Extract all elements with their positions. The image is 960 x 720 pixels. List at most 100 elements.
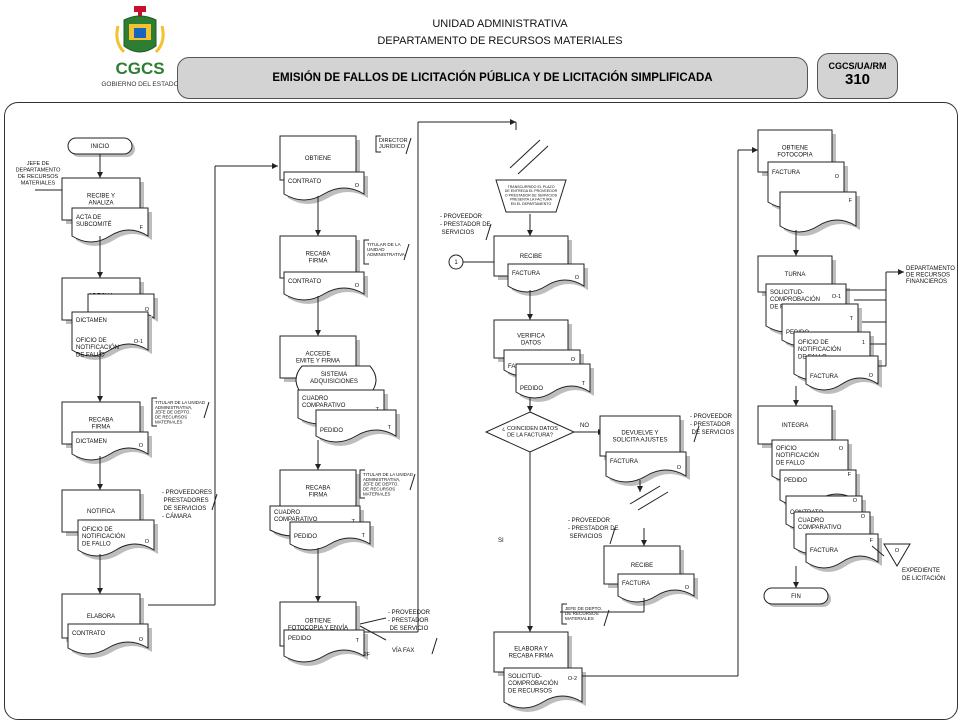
invoice-doc-6-mark: O — [869, 373, 874, 379]
route-step-label: TURNA — [785, 272, 806, 278]
flow-arrowhead — [898, 269, 904, 275]
unit-heading: UNIDAD ADMINISTRATIVA — [432, 18, 568, 30]
dictamen-doc — [71, 431, 149, 461]
invoice-doc-2-mark: O — [571, 357, 576, 363]
order-doc-2-label: PEDIDO — [294, 534, 317, 540]
flow-arrowhead — [527, 626, 533, 632]
flow-arrowhead — [793, 582, 799, 588]
order-doc-1-mark: T — [388, 425, 392, 431]
contract-doc-3-mark: O — [355, 283, 360, 289]
archive-icon — [883, 543, 911, 567]
state-coat-of-arms-logo: CGCS GOBIERNO DEL ESTADO — [101, 6, 179, 88]
contract-doc-2-label: CONTRATO — [288, 179, 321, 185]
dictamen-back-doc-mark: O — [145, 307, 150, 313]
invoice-doc-7-mark: F — [870, 538, 874, 544]
collect-signature-step-2 — [279, 235, 357, 279]
invoice-doc-5-mark: O — [835, 174, 840, 180]
authorities-actor-2-bracket — [359, 469, 365, 499]
contract-doc-2-mark: O — [355, 183, 360, 189]
resource-request-doc-2-mark: O-1 — [832, 294, 841, 300]
flow-arrowhead — [752, 147, 758, 153]
flow-line — [405, 137, 412, 155]
invoice-doc-4-label: FACTURA — [622, 581, 650, 587]
department-head-actor-2-bracket — [561, 603, 567, 625]
end-terminal-label: FIN — [791, 594, 801, 600]
flow-arrowhead — [97, 272, 103, 278]
order-doc-1 — [315, 409, 397, 443]
receive-corrected-invoice-step-label: RECIBE — [631, 563, 653, 569]
dictamen-doc-mark: O — [139, 443, 144, 449]
comparative-chart-doc-3-mark: O — [861, 514, 866, 520]
invoice-doc-3-label: FACTURA — [610, 459, 638, 465]
via-fax-label: VÍA FAX — [392, 647, 414, 654]
invoice-doc-4-mark: O — [685, 585, 690, 591]
flow-arrowhead — [510, 119, 516, 125]
invoice-doc-7-label: FACTURA — [810, 548, 838, 554]
contract-doc-4-mark: O — [853, 498, 858, 504]
flow-line — [409, 473, 416, 491]
legal-director-actor-bracket — [375, 135, 381, 153]
flow-arrowhead — [97, 396, 103, 402]
invoice-doc-3-mark: O — [677, 465, 682, 471]
flow-line — [637, 491, 669, 511]
order-doc-6-label: PEDIDO — [784, 478, 807, 484]
fallo-notice-doc-2-mark: 1 — [862, 340, 865, 346]
order-doc-4-label: PEDIDO — [520, 386, 543, 392]
flow-arrowhead — [527, 406, 533, 412]
contract-doc-2 — [283, 171, 365, 201]
order-doc-5-mark: T — [850, 316, 854, 322]
receive-invoice-step-label: RECIBE — [520, 254, 542, 260]
prepare-collect-signature-step — [493, 631, 569, 673]
procedure-title: EMISIÓN DE FALLOS DE LICITACIÓN PÚBLICA … — [177, 57, 808, 99]
supplier-actor-4: - PROVEEDOR- PRESTADOR DE SERVICIOS — [690, 414, 734, 436]
procedure-code-badge: CGCS/UA/RM 310 — [817, 53, 898, 99]
order-doc-2 — [289, 521, 371, 551]
integrate-step — [757, 405, 833, 445]
invoice-doc-1-mark: O — [575, 275, 580, 281]
invoice-doc-1 — [507, 263, 585, 293]
order-doc-2-mark: T — [362, 533, 366, 539]
order-doc-1-label: PEDIDO — [320, 428, 343, 434]
dictamen-doc-label: DICTAMEN — [76, 439, 107, 445]
flow-arrowhead — [272, 163, 278, 169]
start-terminal-label: INICIO — [91, 144, 110, 150]
flow-arrowhead — [527, 314, 533, 320]
obtain-contract-step-label: OBTIENE — [305, 156, 331, 162]
department-heading: DEPARTAMENTO DE RECURSOS MATERIALES — [377, 35, 623, 47]
flow-line — [403, 243, 410, 261]
flow-arrowhead — [793, 250, 799, 256]
flow-arrowhead — [637, 486, 643, 492]
order-doc-3 — [283, 629, 365, 663]
integrate-step-label: INTEGRA — [782, 423, 809, 429]
invoice-doc-6 — [805, 355, 879, 391]
end-terminal — [763, 587, 829, 605]
flow-line — [431, 637, 438, 655]
order-doc-copies-mark: 2F — [364, 652, 371, 658]
archive-mark: O — [895, 548, 900, 554]
flow-line — [603, 609, 610, 627]
order-doc-4 — [515, 363, 591, 399]
invoice-doc-1-label: FACTURA — [512, 271, 540, 277]
